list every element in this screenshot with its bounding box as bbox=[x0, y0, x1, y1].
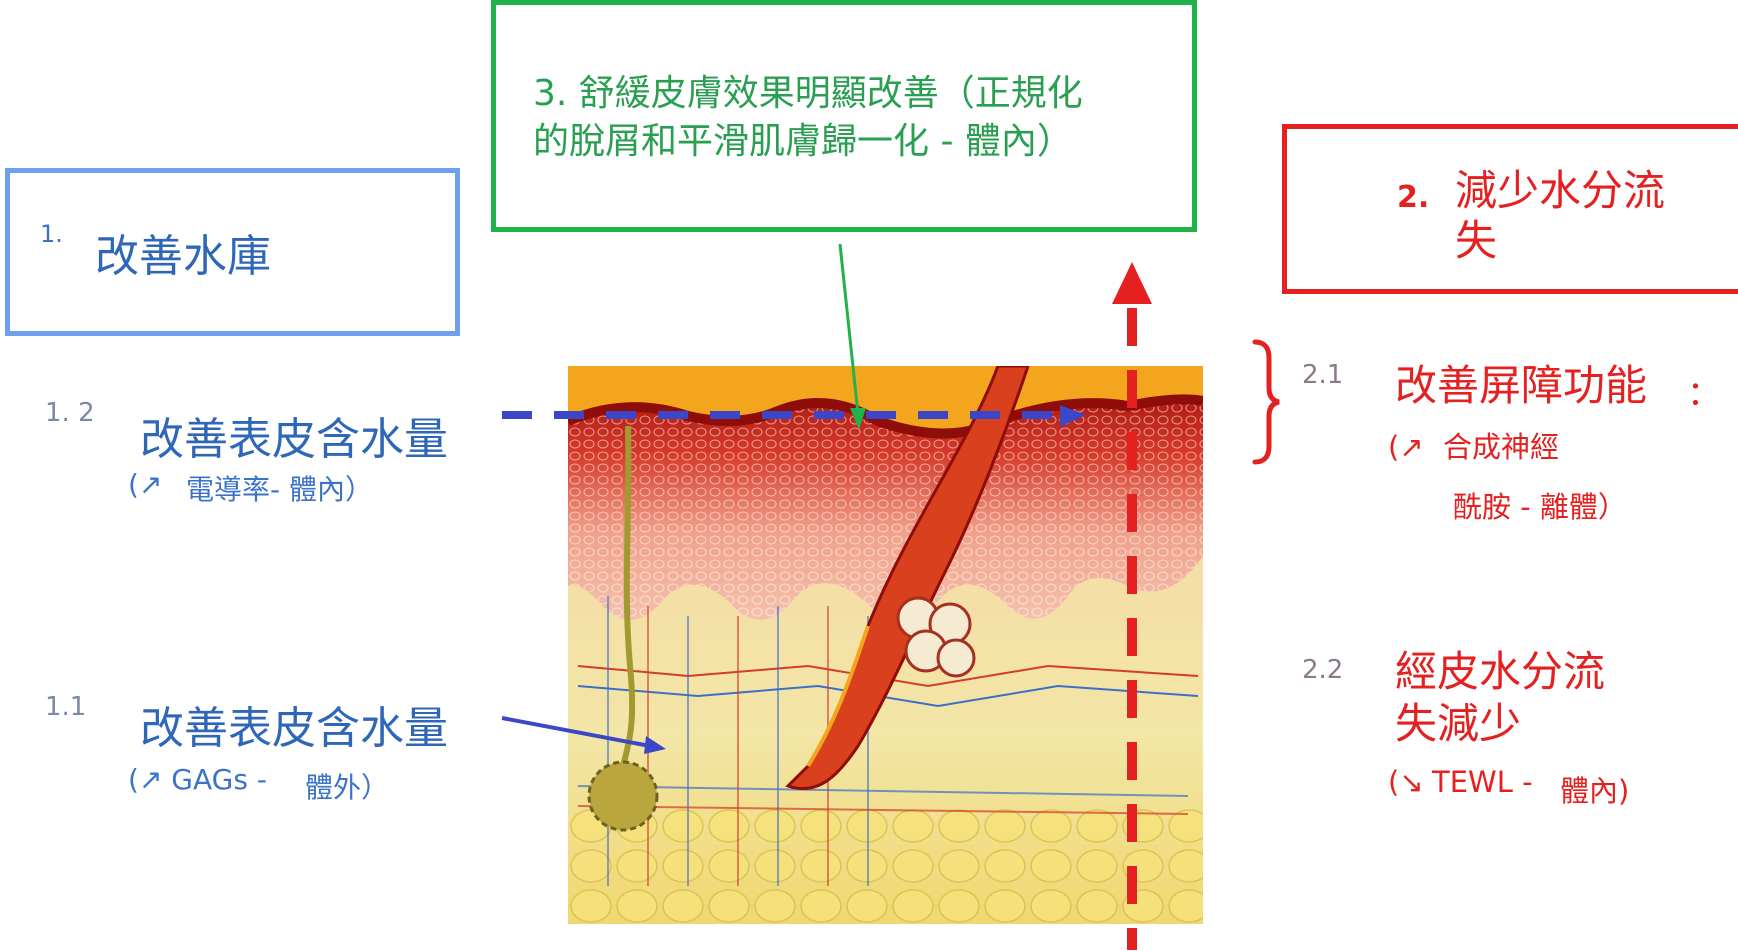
item-2-1-note-line1: 合成神經 bbox=[1443, 430, 1560, 464]
item-2-1-colon: ： bbox=[1687, 374, 1721, 414]
water-loss-title: 減少水分流 失 bbox=[1455, 166, 1665, 266]
reservoir-number: 1. bbox=[40, 220, 63, 248]
dermis-arrow bbox=[501, 716, 666, 754]
water-loss-title-line2: 失 bbox=[1455, 216, 1498, 265]
item-2-2-note-suffix: 體內) bbox=[1560, 774, 1630, 808]
reservoir-box bbox=[5, 168, 460, 336]
item-2-2-number: 2.2 bbox=[1302, 655, 1344, 685]
reservoir-title: 改善水庫 bbox=[95, 231, 271, 282]
soothing-title: 3. 舒緩皮膚效果明顯改善（正規化 的脫屑和平滑肌膚歸一化 - 體內） bbox=[533, 70, 1173, 166]
item-1-1-note-prefix: (↗ GAGs - bbox=[128, 763, 267, 796]
item-2-1-note-line2: 酰胺 - 離體） bbox=[1453, 490, 1627, 524]
item-2-2-note: TEWL - bbox=[1432, 765, 1533, 799]
item-1-1-note: 體外） bbox=[305, 771, 390, 804]
soothing-title-line1: 3. 舒緩皮膚效果明顯改善（正規化 bbox=[533, 73, 1083, 114]
item-2-2-title-line2: 失減少 bbox=[1395, 699, 1522, 748]
water-loss-box bbox=[1282, 124, 1738, 294]
item-1-1-number: 1.1 bbox=[45, 692, 87, 722]
bracket-icon bbox=[1252, 339, 1280, 465]
soothing-box bbox=[491, 0, 1197, 232]
water-loss-title-line1: 減少水分流 bbox=[1455, 166, 1666, 215]
item-1-2-note: 電導率- 體內） bbox=[186, 473, 374, 506]
water-loss-number: 2. bbox=[1397, 180, 1430, 215]
skin-cross-section-icon bbox=[568, 366, 1203, 924]
item-2-1-note-prefix: (↗ bbox=[1388, 430, 1424, 464]
water-loss-arrow bbox=[1112, 262, 1152, 950]
soothing-arrow bbox=[838, 244, 866, 430]
item-1-2-note-prefix: (↗ bbox=[128, 468, 163, 501]
item-2-1-number: 2.1 bbox=[1302, 360, 1344, 390]
item-2-2-title: 經皮水分流 失減少 bbox=[1395, 646, 1605, 750]
soothing-title-line2: 的脫屑和平滑肌膚歸一化 - 體內） bbox=[533, 121, 1073, 162]
item-2-2-title-line1: 經皮水分流 bbox=[1395, 647, 1606, 696]
item-1-1-title: 改善表皮含水量 bbox=[140, 703, 448, 754]
item-1-2-number: 1. 2 bbox=[45, 398, 95, 428]
item-2-2-note-prefix: (↘ bbox=[1388, 765, 1424, 799]
item-1-2-title: 改善表皮含水量 bbox=[140, 414, 448, 465]
epidermis-arrow bbox=[502, 405, 1086, 427]
item-2-1-title: 改善屏障功能 bbox=[1395, 361, 1648, 410]
